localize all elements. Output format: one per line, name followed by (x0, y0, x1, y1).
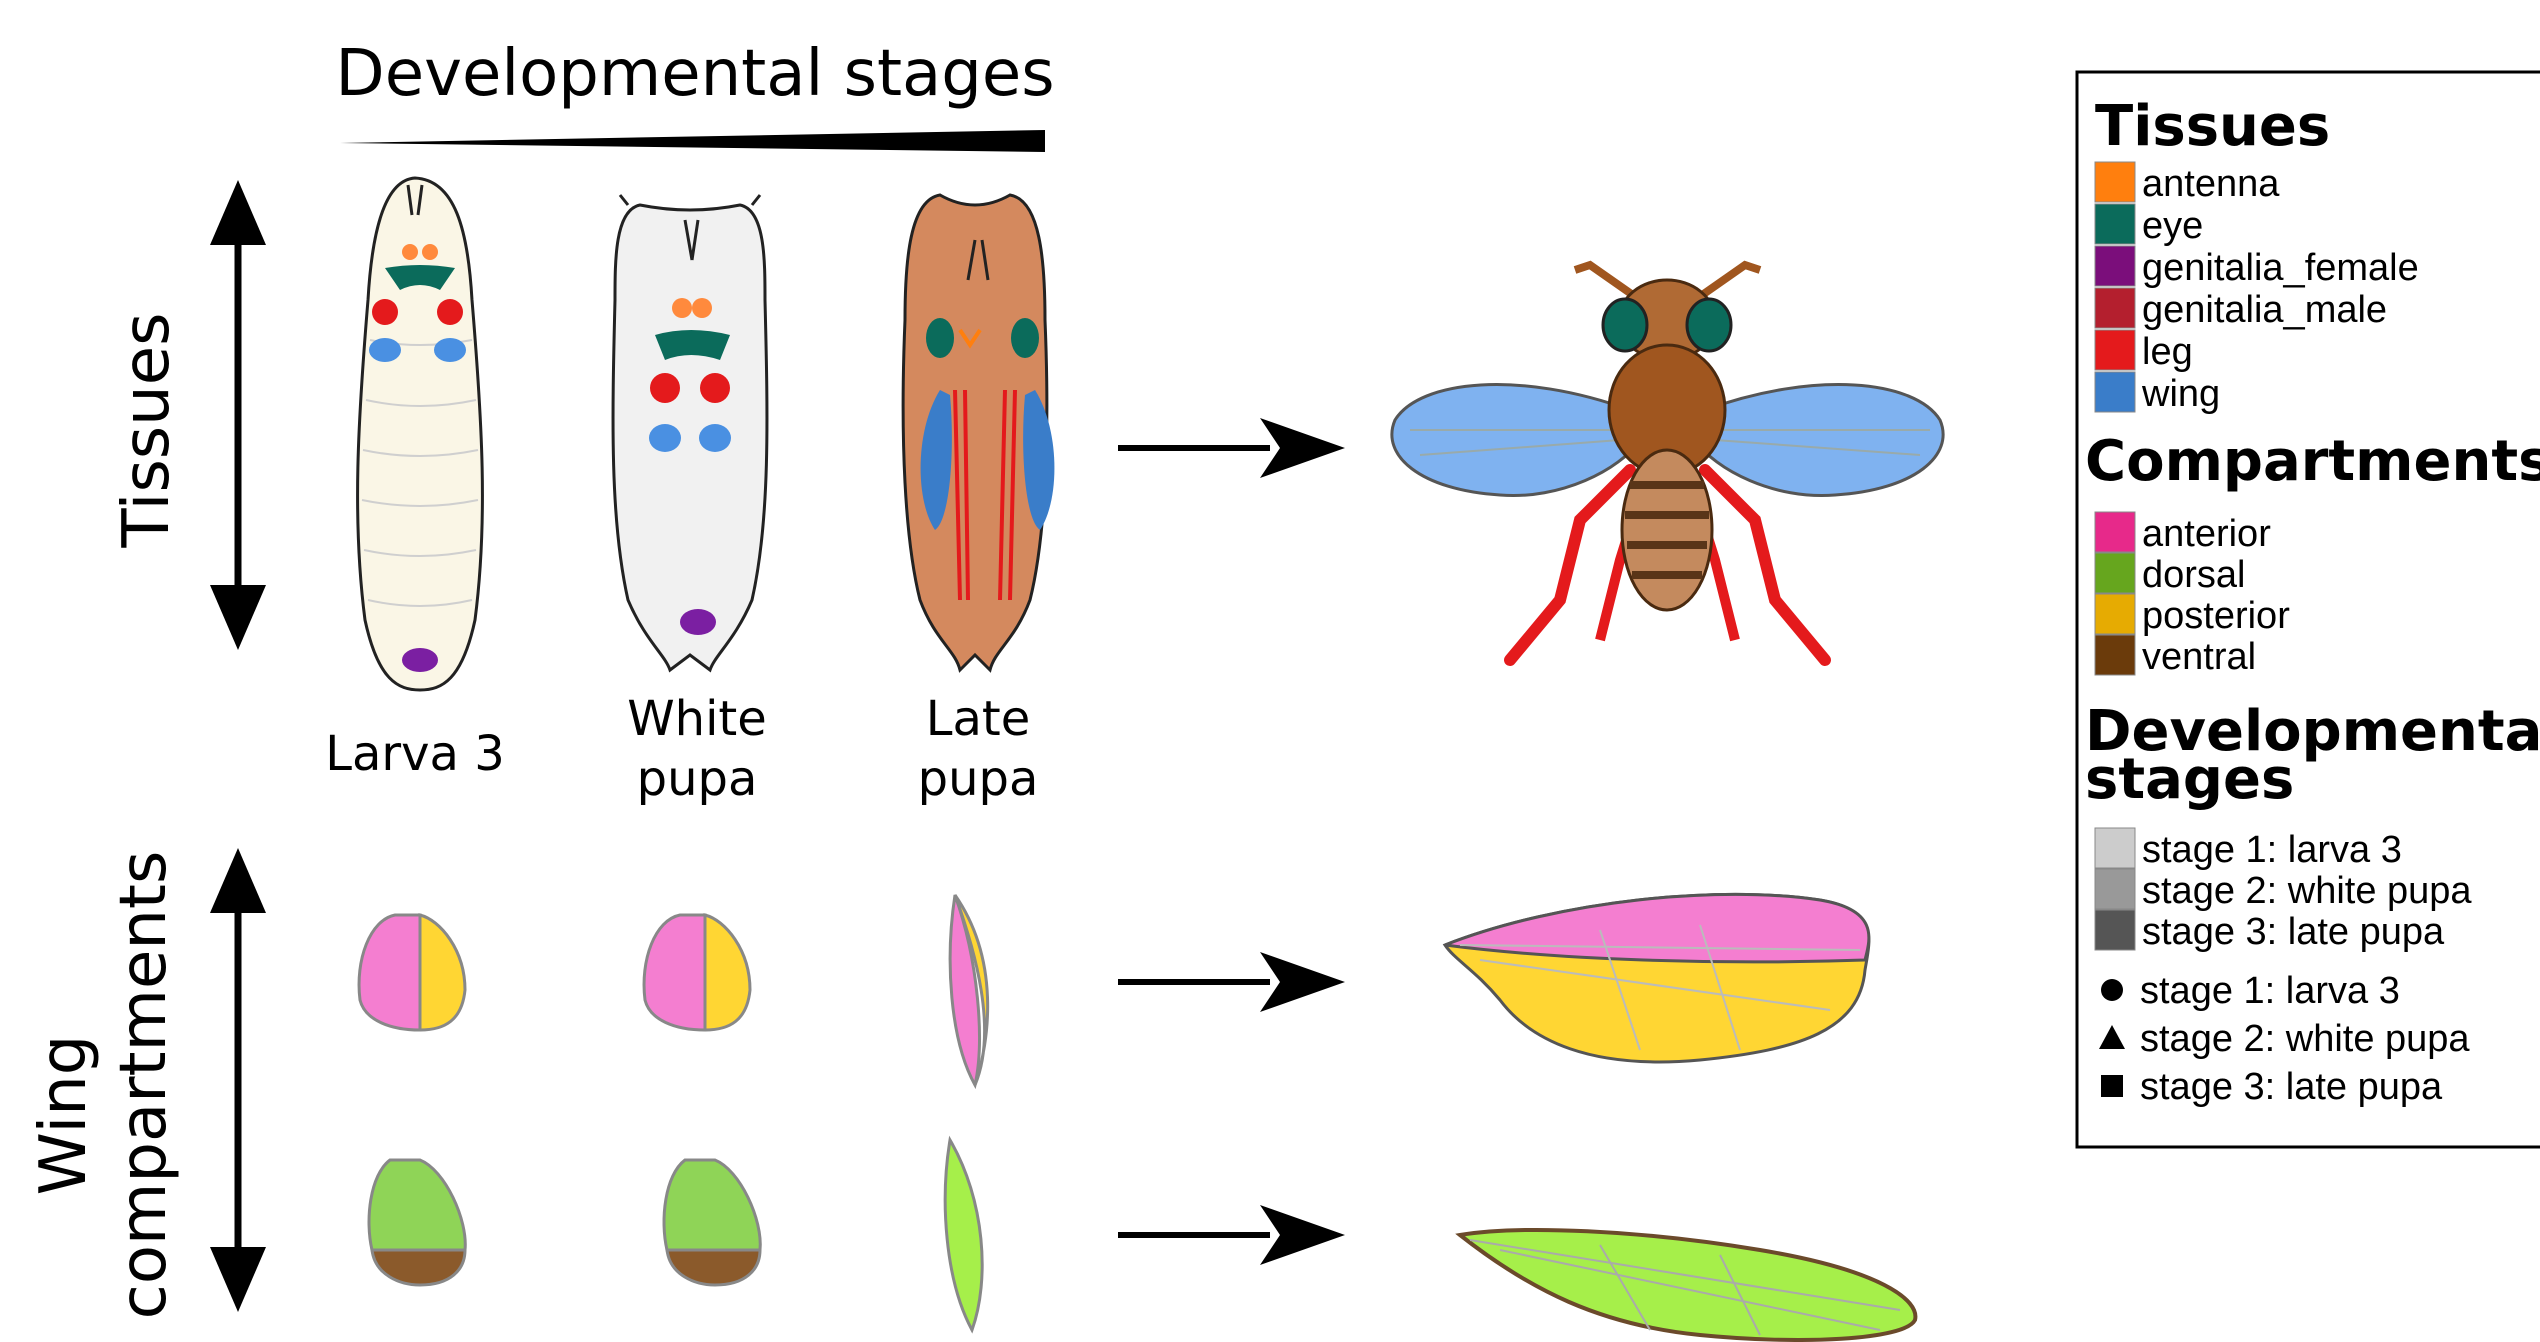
adult-fly-illustration (1392, 265, 1943, 660)
legend-tissue-swatch (2095, 246, 2135, 286)
legend-compartment-label: posterior (2142, 595, 2290, 637)
tissues-axis-arrow (210, 180, 266, 650)
legend-tissue-label: genitalia_male (2142, 289, 2387, 331)
late-pupa-illustration (903, 195, 1054, 670)
legend-compartment-label: anterior (2142, 513, 2271, 555)
legend: Tissues antennaeyegenitalia_femalegenita… (2077, 72, 2540, 1147)
header-title: Developmental stages (335, 37, 1054, 111)
legend-tissues-title: Tissues (2095, 94, 2330, 159)
legend-tissue-label: wing (2141, 373, 2220, 415)
legend-compartment-swatch (2095, 594, 2135, 634)
legend-compartments-title: Compartments (2085, 429, 2540, 494)
legend-tissue-label: eye (2142, 205, 2203, 247)
wing-disc-ap-white-pupa (644, 915, 750, 1030)
larva-3-illustration (358, 178, 483, 690)
wing-disc-dv-white-pupa (664, 1160, 760, 1285)
legend-stage-shape-label: stage 2: white pupa (2140, 1018, 2470, 1060)
wing-disc-dv-late-pupa (945, 1140, 982, 1330)
legend-stage-shade-label: stage 1: larva 3 (2142, 829, 2402, 871)
legend-tissue-swatch (2095, 162, 2135, 202)
legend-stage-shape-label: stage 1: larva 3 (2140, 970, 2400, 1012)
legend-tissue-swatch (2095, 330, 2135, 370)
axis-label-wing: Wing (27, 1035, 101, 1196)
legend-compartment-swatch (2095, 553, 2135, 593)
stage-wedge (340, 130, 1045, 152)
adult-wing-anterior-posterior (1445, 894, 1869, 1062)
arrow-to-adult-wing-ap (1118, 952, 1345, 1012)
legend-stage-shade-swatch (2095, 910, 2135, 950)
stage-label-late: Late (926, 691, 1031, 747)
legend-stage-shade-swatch (2095, 869, 2135, 909)
stage-label-white: White (627, 691, 767, 747)
legend-compartment-label: dorsal (2142, 554, 2246, 596)
wing-disc-ap-larva (359, 915, 465, 1030)
legend-tissue-swatch (2095, 204, 2135, 244)
wing-disc-ap-late-pupa (950, 895, 987, 1085)
stage-label-late-pupa: pupa (918, 751, 1039, 807)
legend-stage-shade-swatch (2095, 828, 2135, 868)
axis-label-tissues: Tissues (110, 313, 184, 549)
legend-tissue-label: genitalia_female (2142, 247, 2419, 289)
legend-stages-title-2: stages (2085, 747, 2294, 812)
arrow-to-adult-fly (1118, 418, 1345, 478)
legend-tissue-label: leg (2142, 331, 2193, 373)
legend-tissue-swatch (2095, 288, 2135, 328)
adult-wing-dorsal-ventral (1460, 1230, 1915, 1340)
white-pupa-illustration (613, 195, 767, 670)
legend-tissue-swatch (2095, 372, 2135, 412)
legend-compartment-swatch (2095, 635, 2135, 675)
stage-label-larva: Larva 3 (325, 726, 505, 782)
wing-disc-dv-larva (369, 1160, 465, 1285)
wing-axis-arrow (210, 848, 266, 1312)
legend-stage-shape-label: stage 3: late pupa (2140, 1066, 2443, 1108)
circle-icon (2101, 979, 2123, 1001)
legend-stage-shade-label: stage 2: white pupa (2142, 870, 2472, 912)
legend-compartment-swatch (2095, 512, 2135, 552)
stage-label-white-pupa: pupa (637, 751, 758, 807)
legend-compartment-label: ventral (2142, 636, 2256, 678)
arrow-to-adult-wing-dv (1118, 1205, 1345, 1265)
axis-label-compartments: compartments (107, 851, 181, 1320)
legend-stage-shade-label: stage 3: late pupa (2142, 911, 2445, 953)
legend-tissue-label: antenna (2142, 163, 2280, 205)
square-icon (2101, 1075, 2123, 1097)
